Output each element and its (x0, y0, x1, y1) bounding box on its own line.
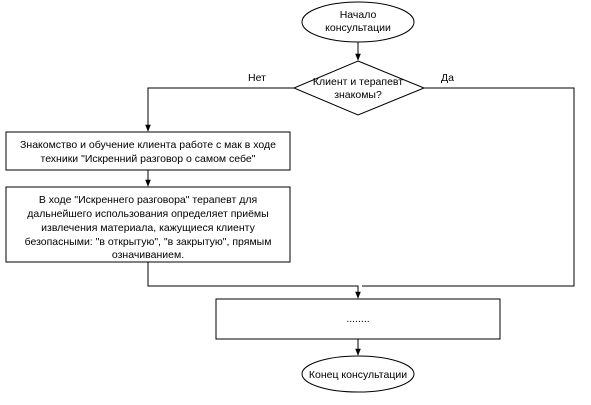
decision-node (292, 60, 426, 116)
step2-label-line5: означиванием. (112, 249, 184, 261)
end-label: Конец консультации (309, 369, 407, 381)
step2-node (5, 186, 291, 263)
start-label-line2: консультации (325, 22, 391, 34)
step1-label-line1: Знакомство и обучение клиента работе с м… (20, 139, 276, 151)
step1-node (5, 131, 291, 171)
step2-label-line2: дальнейшего использования определяет при… (27, 208, 268, 220)
step2-label-line1: В ходе "Искреннего разговора" терапевт д… (39, 194, 257, 206)
start-node (301, 1, 415, 43)
branch-no-label: Нет (248, 72, 266, 84)
step1-label-line2: техники "Искренний разговор о самом себе… (41, 153, 256, 165)
edge-decision-no (145, 87, 294, 132)
edge-step2-to-placeholder (147, 262, 361, 299)
decision-label-line1: Клиент и терапевт (313, 76, 403, 88)
step2-label-line4: безопасными: "в открытую", "в закрытую",… (25, 236, 272, 248)
edge-decision-yes (362, 87, 575, 287)
branch-yes-label: Да (441, 72, 454, 84)
placeholder-label: ........ (346, 313, 369, 325)
end-node (301, 355, 415, 393)
decision-label-line2: знакомы? (334, 89, 382, 101)
start-label-line1: Начало (340, 9, 377, 21)
placeholder-node (215, 298, 501, 340)
step2-label-line3: извлечения материала, кажущиеся клиенту (41, 222, 255, 234)
